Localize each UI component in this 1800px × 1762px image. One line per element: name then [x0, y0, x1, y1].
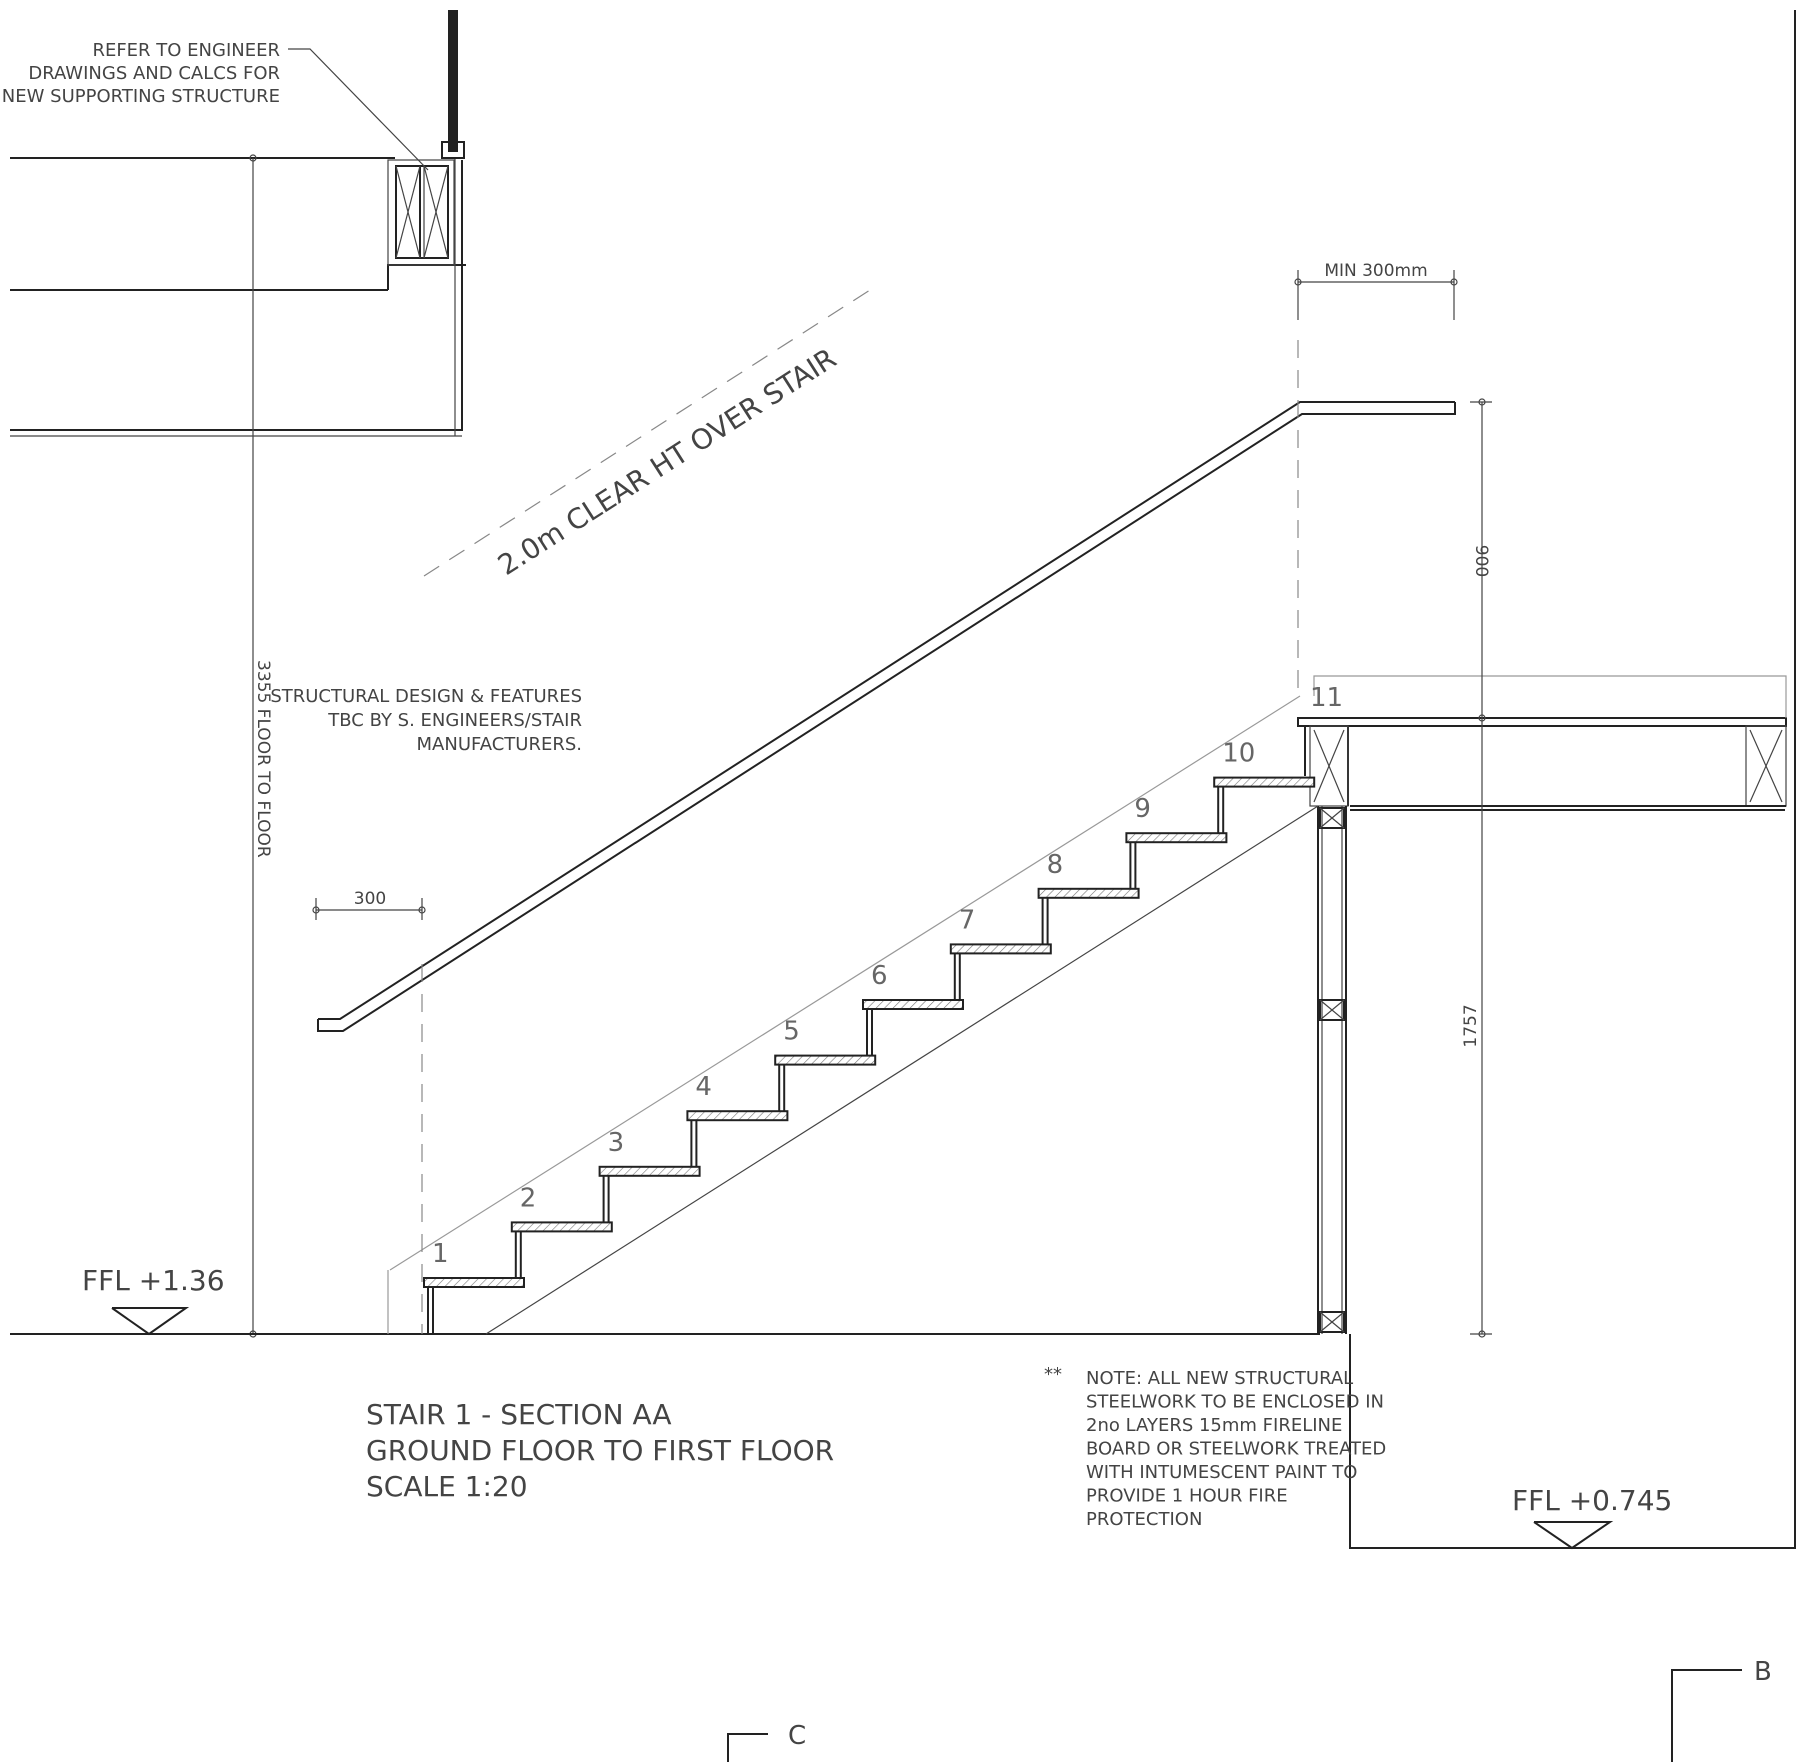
- upper-floor-structure: [10, 10, 466, 437]
- bottom-extension-dimension: 300: [312, 889, 426, 920]
- ffl-lower-label: FFL +0.745: [1512, 1484, 1672, 1517]
- step-number: 6: [871, 961, 888, 991]
- engineer-note-line-1: REFER TO ENGINEER: [92, 40, 280, 61]
- tread: [949, 943, 1052, 955]
- step-number: 9: [1134, 794, 1151, 824]
- fire-note-line: BOARD OR STEELWORK TREATED: [1086, 1439, 1386, 1460]
- top-extension-dimension: MIN 300mm: [1294, 261, 1458, 320]
- tread: [598, 1165, 701, 1177]
- fire-note-line: PROTECTION: [1086, 1509, 1202, 1530]
- ffl-ground-marker: FFL +1.36: [82, 1264, 225, 1336]
- fire-note-marker: **: [1044, 1364, 1062, 1385]
- drawing-title: STAIR 1 - SECTION AA GROUND FLOOR TO FIR…: [366, 1398, 834, 1503]
- step-number: 4: [695, 1072, 712, 1102]
- fire-note-line: STEELWORK TO BE ENCLOSED IN: [1086, 1392, 1384, 1413]
- riser: [514, 1231, 522, 1278]
- riser: [953, 953, 961, 1000]
- clear-height-label: 2.0m CLEAR HT OVER STAIR: [492, 342, 842, 582]
- landing-structure: [1297, 675, 1787, 1334]
- height-dimensions: 900 1757: [1461, 398, 1492, 1338]
- floor-lines: [10, 10, 1796, 1549]
- riser: [602, 1175, 610, 1223]
- stringer-soffit-line: [485, 805, 1319, 1335]
- fire-note-lines: NOTE: ALL NEW STRUCTURAL STEELWORK TO BE …: [1086, 1368, 1386, 1530]
- tread: [1037, 887, 1140, 899]
- step-numbers: 1 2 3 4 5 6 7 8 9 10 11: [432, 683, 1343, 1269]
- step-number: 11: [1310, 683, 1343, 713]
- tread: [686, 1110, 789, 1122]
- landing-height-label: 1757: [1461, 1004, 1481, 1047]
- structural-note-line-1: STRUCTURAL DESIGN & FEATURES: [270, 686, 582, 707]
- engineer-note: REFER TO ENGINEER DRAWINGS AND CALCS FOR…: [2, 40, 429, 171]
- riser: [1217, 786, 1225, 834]
- structural-note: STRUCTURAL DESIGN & FEATURES TBC BY S. E…: [270, 686, 582, 755]
- grid-label-b: B: [1754, 1657, 1772, 1687]
- stair: 1 2 3 4 5 6 7 8 9 10 11: [387, 683, 1343, 1335]
- floor-to-floor-label: 3355 FLOOR TO FLOOR: [253, 660, 273, 858]
- grid-marker-b: B: [1671, 1657, 1772, 1762]
- fire-note-line: NOTE: ALL NEW STRUCTURAL: [1086, 1368, 1353, 1389]
- tread: [1125, 832, 1228, 844]
- engineer-note-line-2: DRAWINGS AND CALCS FOR: [28, 63, 280, 84]
- riser: [1041, 897, 1049, 945]
- floor-to-floor-dimension: 3355 FLOOR TO FLOOR: [249, 154, 273, 1338]
- handrail-height-label: 900: [1471, 545, 1491, 577]
- title-line-3: SCALE 1:20: [366, 1470, 528, 1503]
- title-line-1: STAIR 1 - SECTION AA: [366, 1398, 672, 1431]
- structural-note-line-2: TBC BY S. ENGINEERS/STAIR: [327, 710, 582, 731]
- clear-height-indicator: 2.0m CLEAR HT OVER STAIR: [423, 289, 871, 582]
- riser: [427, 1287, 434, 1334]
- grid-label-c: C: [788, 1721, 806, 1751]
- step-number: 1: [432, 1239, 449, 1269]
- fire-note-line: 2no LAYERS 15mm FIRELINE: [1086, 1415, 1342, 1436]
- step-number: 3: [608, 1128, 625, 1158]
- step-number: 10: [1222, 739, 1255, 769]
- step-number: 8: [1047, 850, 1064, 880]
- tread: [1213, 776, 1316, 788]
- fire-protection-note: ** NOTE: ALL NEW STRUCTURAL STEELWORK TO …: [1044, 1364, 1386, 1530]
- fire-note-line: PROVIDE 1 HOUR FIRE: [1086, 1486, 1288, 1507]
- tread: [510, 1221, 613, 1233]
- nosing-line: [389, 695, 1301, 1271]
- tread: [862, 999, 964, 1010]
- step-number: 5: [783, 1017, 800, 1047]
- riser: [866, 1009, 873, 1056]
- engineer-note-line-3: NEW SUPPORTING STRUCTURE: [2, 86, 280, 107]
- top-extension-label: MIN 300mm: [1324, 261, 1427, 281]
- tread: [423, 1277, 525, 1288]
- bottom-extension-label: 300: [354, 889, 386, 909]
- handrail: [317, 401, 1456, 1032]
- grid-marker-c: C: [727, 1721, 806, 1762]
- stair-treads: [423, 776, 1316, 1334]
- tread: [774, 1054, 877, 1066]
- fire-note-line: WITH INTUMESCENT PAINT TO: [1086, 1462, 1357, 1483]
- ffl-ground-label: FFL +1.36: [82, 1264, 225, 1297]
- ffl-lower-marker: FFL +0.745: [1512, 1484, 1672, 1550]
- riser: [778, 1064, 786, 1112]
- step-number: 7: [959, 905, 976, 935]
- structural-note-line-3: MANUFACTURERS.: [417, 734, 582, 755]
- riser: [1129, 842, 1137, 889]
- step-number: 2: [520, 1183, 537, 1213]
- title-line-2: GROUND FLOOR TO FIRST FLOOR: [366, 1434, 834, 1467]
- riser: [690, 1120, 698, 1167]
